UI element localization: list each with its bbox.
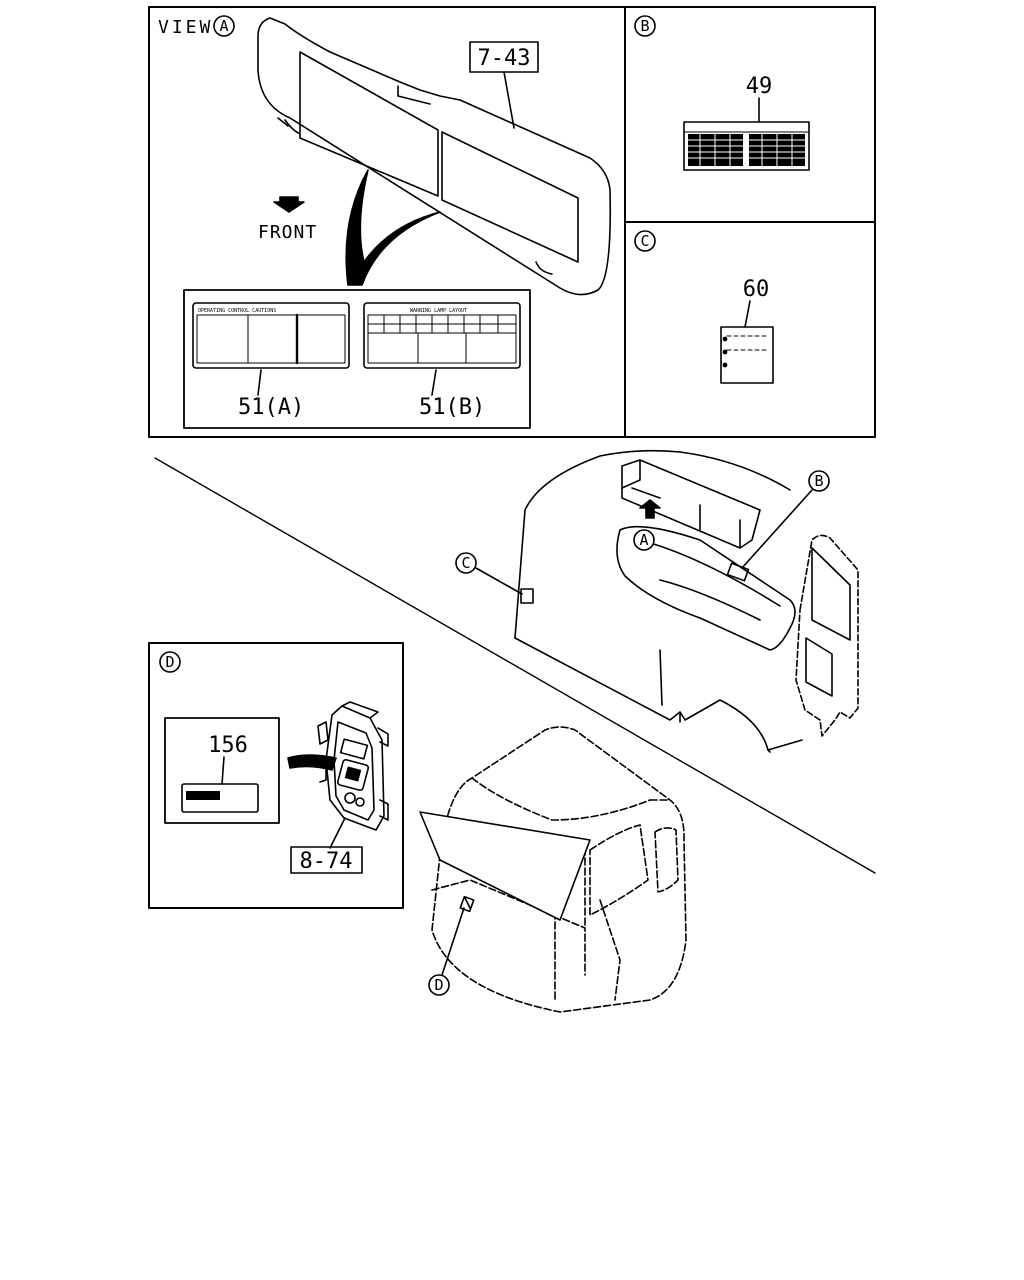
panel-b-circle-letter: B	[640, 17, 649, 35]
front-label: FRONT	[258, 222, 317, 243]
sun-visor-ref: 7-43	[478, 46, 531, 71]
leader-51b	[431, 369, 437, 396]
cab-interior	[514, 449, 859, 753]
panel-b: B 49	[624, 6, 876, 223]
leader-51a	[257, 369, 262, 396]
label-b-location	[726, 562, 750, 582]
callout-c-letter: C	[461, 554, 470, 572]
panel-d-circle	[159, 651, 181, 673]
ref-box-8-74	[290, 846, 363, 874]
diagonal-divider	[154, 457, 876, 874]
pointer-arrow-d	[287, 754, 337, 771]
label-60	[720, 326, 774, 384]
label-c-location	[520, 588, 534, 604]
callout-d: D	[428, 907, 465, 996]
cab-callouts: B C A	[455, 470, 830, 595]
panel-d-circle-letter: D	[165, 653, 174, 671]
callout-a-letter: A	[639, 531, 648, 549]
panel-b-callout: 49	[746, 74, 773, 99]
switch-ref: 8-74	[300, 849, 353, 874]
panel-c-frame	[624, 221, 876, 438]
view-a-circle-letter: A	[219, 17, 228, 35]
view-title: VIEW	[158, 17, 213, 38]
cab-switch-location	[459, 895, 475, 913]
panel-c-circle-letter: C	[640, 232, 649, 250]
leader-156	[221, 756, 225, 785]
callout-b-letter: B	[814, 472, 823, 490]
panel-c: C 60	[624, 221, 876, 438]
callout-a-circle	[633, 529, 655, 551]
panel-d-frame	[148, 642, 404, 909]
view-a-frame	[148, 6, 626, 438]
label-51b: WARNING LAMP LAYOUT	[363, 302, 521, 369]
curved-pointer-arrow	[345, 169, 441, 286]
label-51a-heading: OPERATING CONTROL CAUTIONS	[198, 308, 276, 314]
view-a-circle	[213, 15, 235, 37]
label-156-frame	[164, 717, 280, 824]
callout-c-circle	[455, 552, 477, 574]
leader-7-43	[503, 71, 515, 129]
open-tailgate	[419, 811, 591, 921]
callout-d-circle	[428, 974, 450, 996]
leader-c	[475, 567, 523, 595]
panel-c-circle	[634, 230, 656, 252]
view-a-arrow-icon	[639, 499, 661, 519]
callout-d-letter: D	[434, 976, 443, 994]
panel-c-callout: 60	[743, 277, 770, 302]
label-49	[683, 121, 810, 171]
panel-b-circle	[634, 15, 656, 37]
switch-panel-8-74	[317, 701, 389, 831]
leader-60	[744, 300, 751, 328]
leader-8-74	[329, 817, 346, 849]
leader-b	[741, 489, 813, 569]
leader-d	[441, 907, 465, 976]
sun-visor	[257, 17, 612, 296]
callout-b-circle	[808, 470, 830, 492]
panel-d-callout: 156	[208, 733, 248, 758]
label-156	[181, 783, 259, 813]
view-a-panel: VIEW A 7-43 FRONT OPERAT	[148, 6, 626, 438]
label-51b-heading: WARNING LAMP LAYOUT	[410, 308, 467, 314]
label-156-text-block	[186, 791, 220, 800]
label-51a: OPERATING CONTROL CAUTIONS	[192, 302, 350, 369]
panel-d: D 156 8-74	[148, 642, 404, 909]
panel-b-frame	[624, 6, 876, 223]
labels-frame	[183, 289, 531, 429]
label-51a-callout: 51(A)	[238, 395, 304, 420]
front-arrow-icon	[273, 196, 305, 213]
label-51b-callout: 51(B)	[419, 395, 485, 420]
